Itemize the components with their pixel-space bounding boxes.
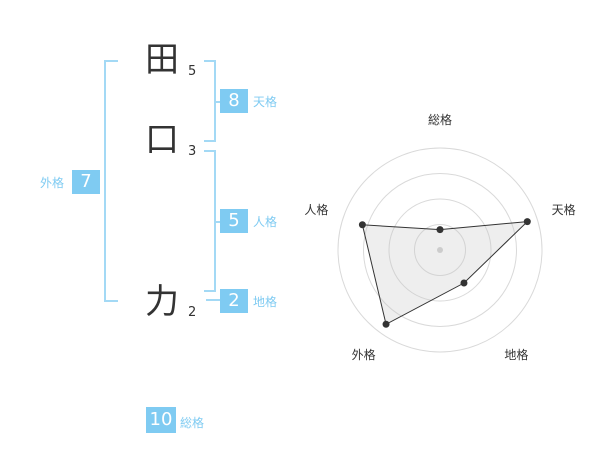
character-3: 力	[145, 282, 179, 322]
chikaku-value: 2	[220, 289, 248, 313]
jinkaku-label: 人格	[253, 215, 278, 229]
radar-point	[436, 226, 444, 234]
tenkaku-connector	[214, 101, 220, 103]
character-1: 田	[145, 40, 179, 80]
chikaku-connector	[206, 299, 220, 301]
character-2: 口	[145, 120, 179, 160]
radar-area	[361, 221, 529, 326]
radar-ring	[363, 173, 517, 327]
chikaku-label: 地格	[253, 295, 278, 309]
radar-point	[358, 221, 366, 229]
gaikaku-label: 外格	[40, 176, 65, 190]
character-3-strokes: 2	[188, 305, 197, 320]
radar-ring	[337, 147, 543, 353]
radar-point	[523, 218, 531, 226]
tenkaku-label: 天格	[253, 95, 278, 109]
radar-axis-label: 外格	[352, 347, 376, 362]
radar-axis-label: 天格	[552, 202, 576, 217]
soukaku-label: 総格	[180, 416, 205, 430]
radar-axis-label: 地格	[504, 347, 528, 362]
radar-point	[382, 320, 390, 328]
radar-ring	[388, 198, 492, 302]
tenkaku-value: 8	[220, 89, 248, 113]
radar-ring	[414, 224, 466, 276]
character-1-strokes: 5	[188, 64, 197, 79]
jinkaku-connector	[214, 221, 220, 223]
radar-point	[460, 279, 468, 287]
radar-axis-label: 人格	[304, 202, 328, 217]
soukaku-value: 10	[146, 407, 176, 433]
gaikaku-value: 7	[72, 170, 100, 194]
jinkaku-value: 5	[220, 209, 248, 233]
radar-axis-label: 総格	[428, 112, 452, 127]
radar-center-dot	[437, 247, 443, 253]
character-2-strokes: 3	[188, 144, 197, 159]
gaikaku-bracket	[104, 60, 118, 302]
